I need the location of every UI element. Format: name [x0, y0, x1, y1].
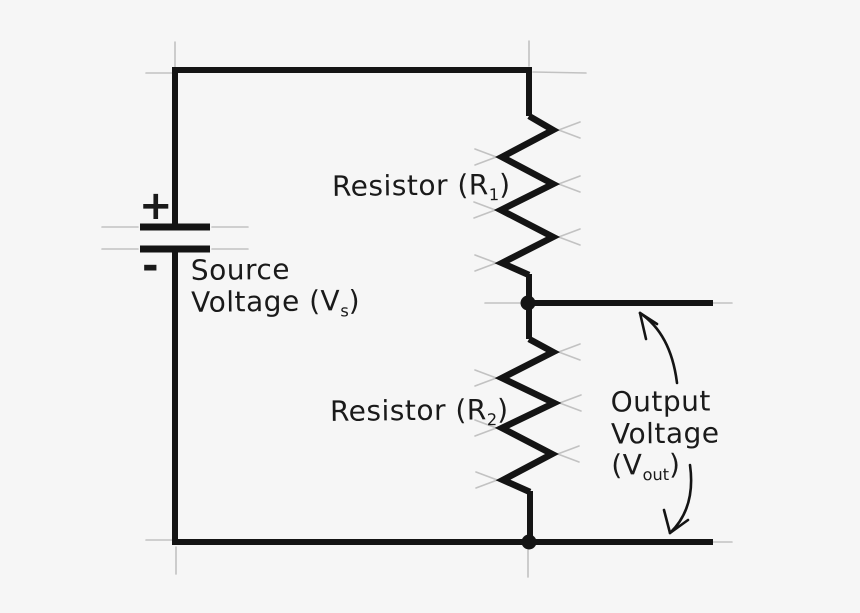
- junction-dot-bottom: [521, 534, 537, 550]
- source-voltage-line1: Source: [190, 252, 291, 287]
- output-voltage-line1: Output: [610, 384, 712, 419]
- output-voltage-line2: Voltage: [610, 416, 720, 451]
- battery-symbol: [140, 223, 210, 253]
- wire-top-loop: [172, 67, 532, 228]
- resistor-r2-label: Resistor (R2): [329, 393, 509, 430]
- source-voltage-line2: Voltage (Vs): [190, 283, 361, 321]
- source-voltage-label: Source Voltage (Vs): [190, 252, 361, 321]
- output-arrow-lower: [662, 463, 693, 535]
- resistor-r1-symbol: [493, 113, 561, 278]
- resistor-r1-label: Resistor (R1): [331, 168, 511, 205]
- output-arrow-upper: [638, 311, 679, 385]
- output-voltage-label: Output Voltage (Vout): [610, 384, 721, 485]
- battery-minus-sign: -: [142, 243, 159, 289]
- resistor-r2-symbol: [494, 336, 562, 495]
- junction-dot-tap: [520, 295, 536, 311]
- battery-plus-sign: +: [139, 183, 173, 229]
- output-voltage-line3: (Vout): [611, 448, 681, 485]
